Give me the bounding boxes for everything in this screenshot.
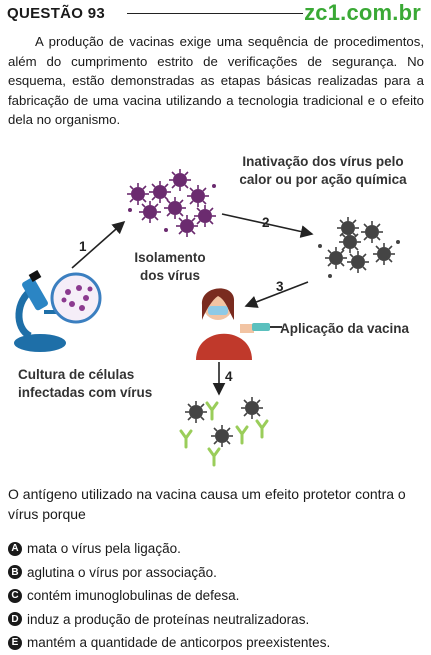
brand-logo: zc1.com.br bbox=[304, 0, 421, 25]
option-d[interactable]: D induz a produção de proteínas neutrali… bbox=[8, 608, 428, 632]
option-text: induz a produção de proteínas neutraliza… bbox=[27, 611, 310, 627]
option-letter: E bbox=[8, 635, 22, 650]
syringe-icon bbox=[252, 323, 282, 331]
option-letter: B bbox=[8, 565, 22, 580]
option-e[interactable]: E mantém a quantidade de anticorpos pree… bbox=[8, 631, 428, 655]
label-culture: Cultura de células infectadas com vírus bbox=[18, 367, 153, 400]
option-b[interactable]: B aglutina o vírus por associação. bbox=[8, 561, 428, 585]
antibody-response-icon bbox=[179, 396, 269, 467]
petri-dish-icon bbox=[50, 272, 102, 324]
option-c[interactable]: C contém imunoglobulinas de defesa. bbox=[8, 584, 428, 608]
step-number-3: 3 bbox=[276, 279, 284, 294]
diagram-graphic bbox=[14, 168, 400, 467]
step-number-4: 4 bbox=[225, 369, 233, 384]
intro-paragraph: A produção de vacinas exige uma sequênci… bbox=[8, 34, 424, 127]
answer-options: A mata o vírus pela ligação. B aglutina … bbox=[8, 537, 428, 655]
arrow-step-3 bbox=[244, 281, 309, 308]
inactivated-virus-icon bbox=[318, 216, 400, 278]
option-text: aglutina o vírus por associação. bbox=[27, 564, 217, 580]
label-isolation: Isolamento dos vírus bbox=[134, 250, 206, 283]
option-text: mata o vírus pela ligação. bbox=[27, 541, 181, 557]
label-application: Aplicação da vacina bbox=[280, 321, 410, 336]
question-header: QUESTÃO 93 zc1.com.br bbox=[0, 0, 431, 26]
virus-cluster-icon bbox=[126, 168, 217, 238]
option-text: contém imunoglobulinas de defesa. bbox=[27, 588, 240, 604]
vaccinated-person-icon bbox=[196, 288, 254, 360]
option-letter: A bbox=[8, 541, 22, 556]
option-text: mantém a quantidade de anticorpos preexi… bbox=[27, 635, 331, 651]
intro-text: A produção de vacinas exige uma sequênci… bbox=[8, 32, 424, 130]
label-inactivation: Inativação dos vírus pelo calor ou por a… bbox=[239, 154, 407, 187]
option-letter: D bbox=[8, 612, 22, 627]
vaccine-diagram: 1 2 3 4 Inativação dos vírus pelo calor … bbox=[0, 150, 431, 470]
arrow-step-2 bbox=[221, 213, 314, 238]
option-letter: C bbox=[8, 588, 22, 603]
step-number-2: 2 bbox=[262, 215, 270, 230]
question-number: QUESTÃO 93 bbox=[7, 5, 106, 22]
step-number-1: 1 bbox=[79, 239, 87, 254]
header-rule bbox=[127, 13, 303, 14]
option-a[interactable]: A mata o vírus pela ligação. bbox=[8, 537, 428, 561]
question-stem: O antígeno utilizado na vacina causa um … bbox=[8, 486, 406, 522]
arrow-step-1 bbox=[71, 220, 126, 269]
